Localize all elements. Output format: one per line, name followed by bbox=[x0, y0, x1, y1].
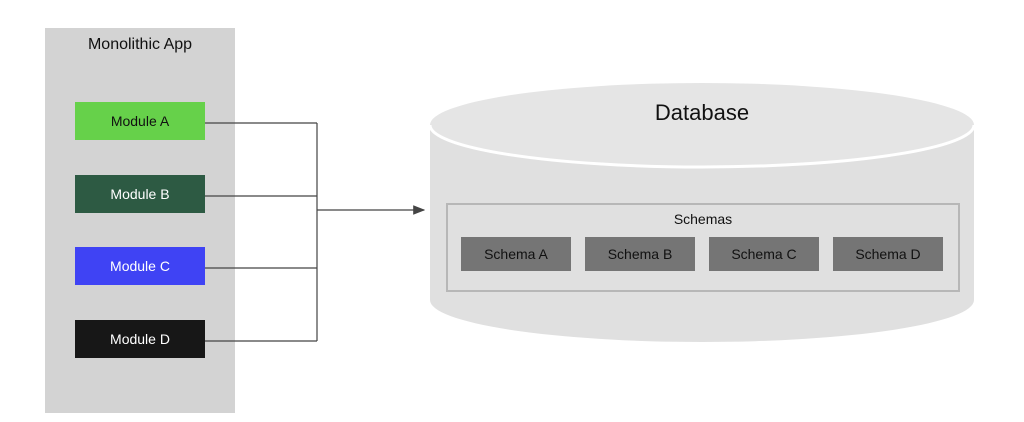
schemas-container: Schemas Schema A Schema B Schema C Schem… bbox=[446, 203, 960, 292]
schema-b-box: Schema B bbox=[585, 237, 695, 271]
database-title: Database bbox=[654, 100, 750, 125]
monolithic-app-panel: Monolithic App Module A Module B Module … bbox=[45, 28, 235, 413]
module-d-box: Module D bbox=[75, 320, 205, 358]
schema-c-box: Schema C bbox=[709, 237, 819, 271]
schema-d-box: Schema D bbox=[833, 237, 943, 271]
database-cylinder bbox=[428, 83, 976, 342]
app-title: Monolithic App bbox=[87, 36, 193, 53]
module-b-box: Module B bbox=[75, 175, 205, 213]
module-c-box: Module C bbox=[75, 247, 205, 285]
module-connectors bbox=[205, 122, 318, 342]
schema-a-box: Schema A bbox=[461, 237, 571, 271]
schemas-label: Schemas bbox=[673, 211, 733, 227]
module-a-box: Module A bbox=[75, 102, 205, 140]
